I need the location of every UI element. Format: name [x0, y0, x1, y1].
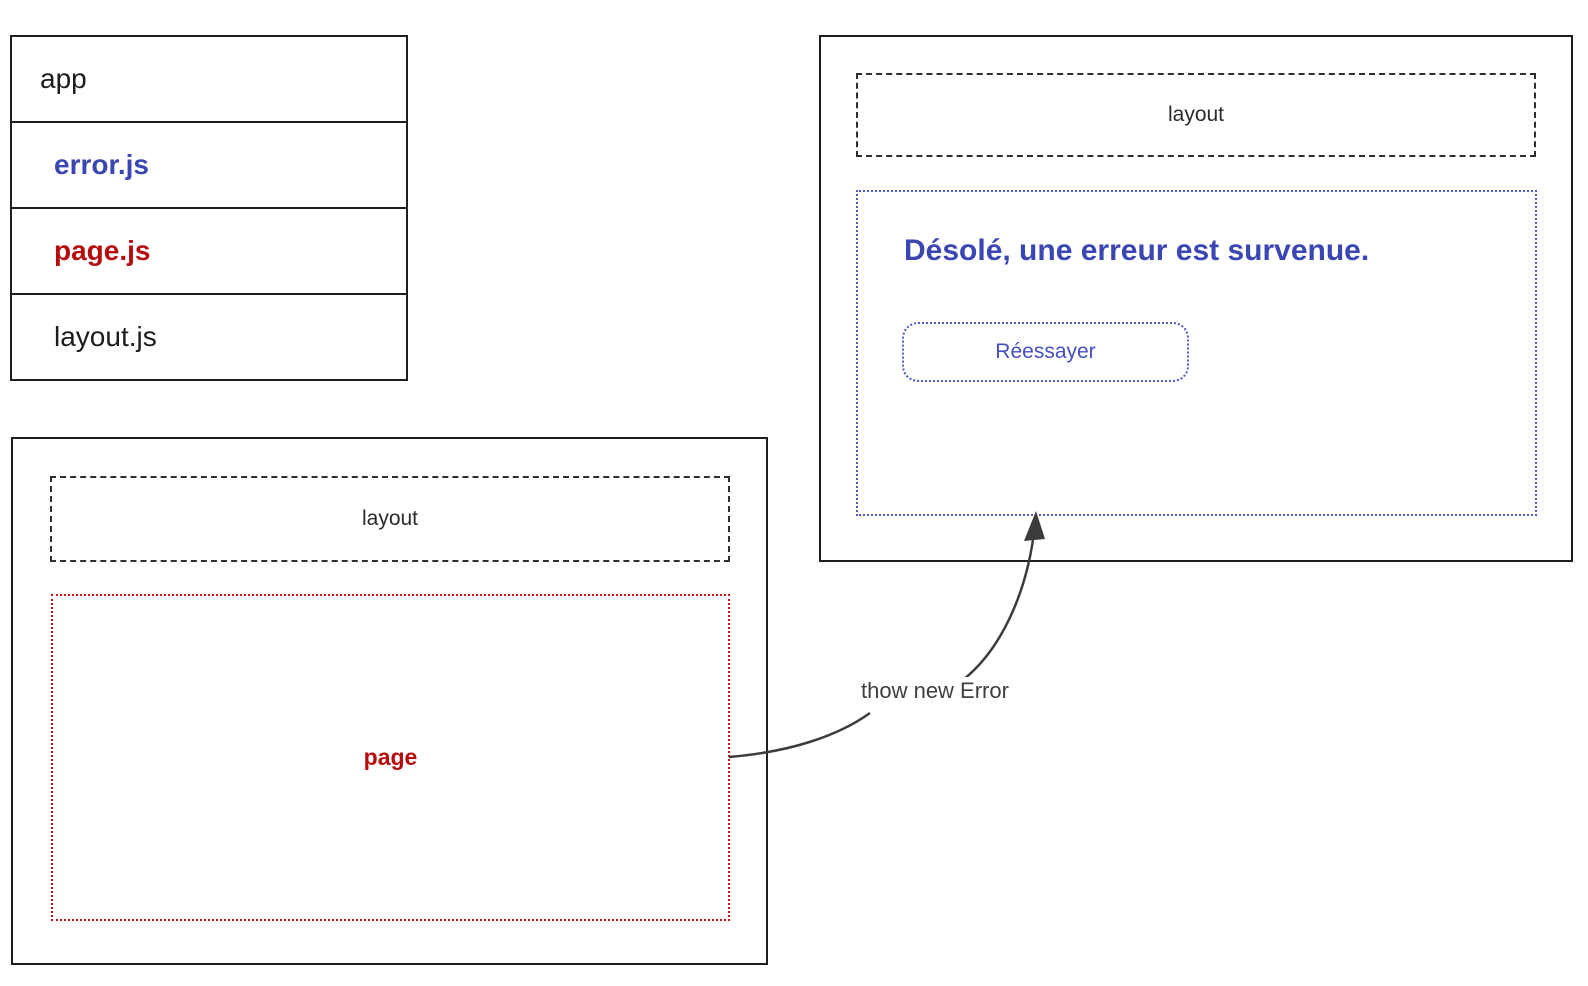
file-tree-row-page-js: page.js — [12, 207, 406, 293]
file-tree-row-app: app — [12, 37, 406, 121]
error-message: Désolé, une erreur est survenue. — [904, 234, 1370, 267]
file-tree-row-layout-js: layout.js — [12, 293, 406, 379]
file-tree: app error.js page.js layout.js — [10, 35, 408, 381]
retry-button[interactable]: Réessayer — [902, 322, 1189, 382]
layout-placeholder-label: layout — [1167, 103, 1225, 126]
layout-placeholder-error-panel: layout — [856, 73, 1536, 157]
page-placeholder: page — [51, 594, 730, 921]
page-wireframe-panel: layout page — [11, 437, 768, 965]
file-tree-label-error-js: error.js — [54, 149, 149, 180]
error-wireframe-panel: layout Désolé, une erreur est survenue. … — [819, 35, 1573, 562]
retry-button-label: Réessayer — [995, 340, 1096, 363]
error-boundary-box: Désolé, une erreur est survenue. Réessay… — [856, 190, 1537, 516]
file-tree-label-page-js: page.js — [54, 235, 151, 266]
file-tree-label-app: app — [40, 63, 87, 94]
file-tree-label-layout-js: layout.js — [54, 321, 157, 352]
layout-placeholder-label: layout — [361, 507, 419, 530]
layout-placeholder-page-panel: layout — [50, 476, 730, 562]
page-placeholder-label: page — [363, 744, 418, 770]
throw-arrow-label: thow new Error — [856, 677, 1014, 705]
file-tree-row-error-js: error.js — [12, 121, 406, 207]
